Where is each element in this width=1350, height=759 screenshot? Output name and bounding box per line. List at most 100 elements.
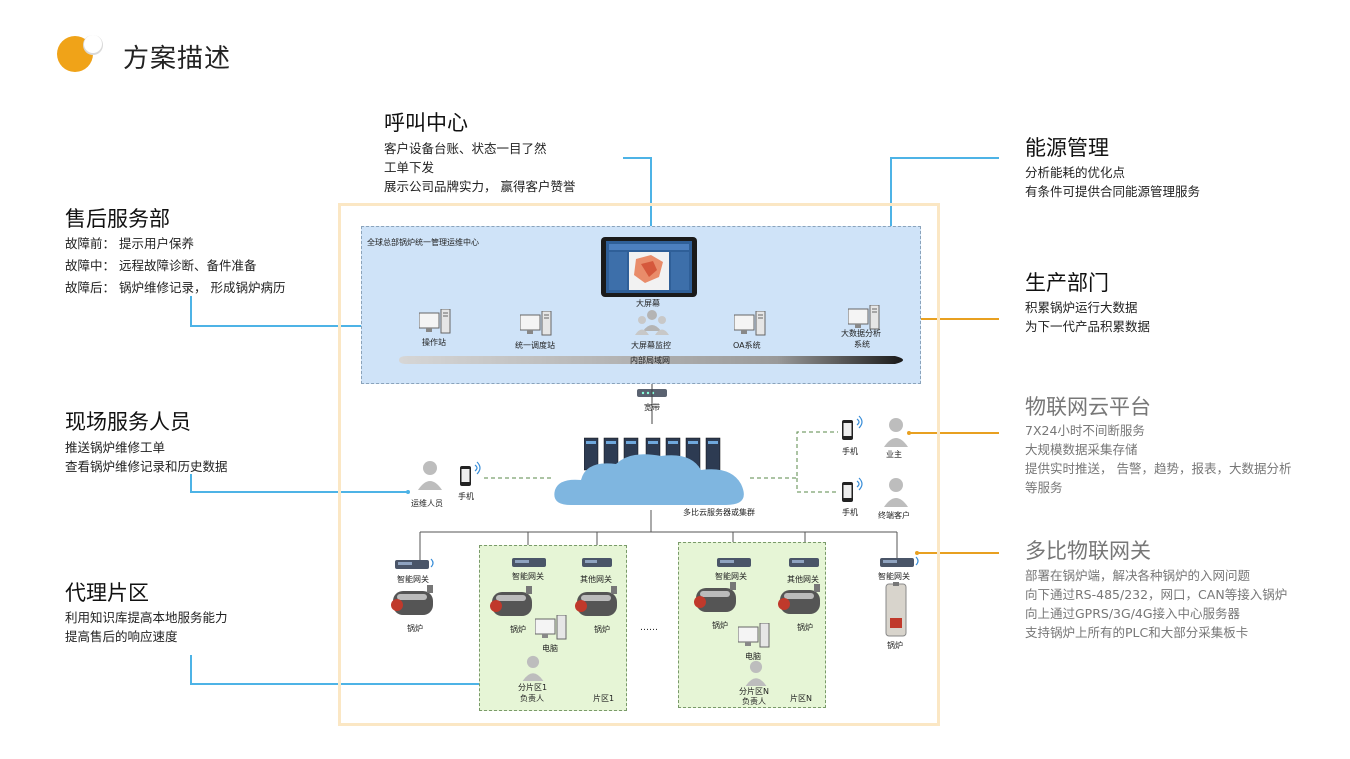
other-gateway-icon bbox=[582, 558, 612, 567]
end-customer-label: 终端客户 bbox=[878, 511, 910, 520]
other-gateway-label: 其他网关 bbox=[787, 575, 819, 584]
agent-area-line: 提高售后的响应速度 bbox=[65, 629, 178, 644]
zone1-manager-icon bbox=[522, 655, 544, 681]
lan-label: 内部局域网 bbox=[630, 356, 670, 365]
boiler-icon bbox=[575, 586, 617, 616]
page-title: 方案描述 bbox=[123, 44, 232, 74]
oa-system-label: OA系统 bbox=[733, 341, 761, 350]
ops-person-icon bbox=[418, 461, 442, 490]
agent-area-line: 利用知识库提高本地服务能力 bbox=[65, 610, 228, 625]
gateway-section-line: 向下通过RS-485/232，网口，CAN等接入锅炉 bbox=[1025, 587, 1288, 602]
boiler-icon bbox=[778, 584, 820, 614]
gateway-section-line: 向上通过GPRS/3G/4G接入中心服务器 bbox=[1025, 606, 1241, 621]
ops-person-label: 运维人员 bbox=[411, 499, 443, 508]
field-service-line: 查看锅炉维修记录和历史数据 bbox=[65, 459, 228, 474]
vertical-boiler-icon bbox=[885, 582, 907, 637]
production-line: 为下一代产品积累数据 bbox=[1025, 319, 1151, 334]
cloud-icon bbox=[554, 454, 744, 505]
zoneN-manager-label-1: 分片区N bbox=[739, 687, 769, 696]
energy-title: 能源管理 bbox=[1025, 136, 1109, 160]
boiler-label: 锅炉 bbox=[887, 641, 903, 650]
other-gateway-label: 其他网关 bbox=[580, 575, 612, 584]
iot-cloud-line: 提供实时推送， 告警，趋势，报表，大数据分析 bbox=[1025, 461, 1292, 476]
gateway-label: 智能网关 bbox=[397, 575, 429, 584]
production-title: 生产部门 bbox=[1025, 271, 1109, 295]
lan-bar bbox=[399, 356, 903, 364]
iot-cloud-line: 大规模数据采集存储 bbox=[1025, 442, 1138, 457]
gateway-icon bbox=[395, 558, 434, 569]
owner-icon bbox=[884, 418, 908, 447]
bigdata-system-label-1: 大数据分析 bbox=[841, 329, 881, 338]
customer-phone-label: 手机 bbox=[842, 508, 858, 517]
boiler-label: 锅炉 bbox=[712, 621, 728, 630]
gateway-label: 智能网关 bbox=[715, 572, 747, 581]
big-screen-label: 大屏幕 bbox=[636, 299, 660, 308]
iot-cloud-line: 等服务 bbox=[1025, 480, 1063, 495]
gateway-section-title: 多比物联网关 bbox=[1025, 539, 1151, 563]
big-screen-icon bbox=[601, 237, 697, 297]
computer-icon bbox=[738, 623, 770, 648]
energy-line: 有条件可提供合同能源管理服务 bbox=[1025, 184, 1201, 199]
gateway-label: 智能网关 bbox=[512, 572, 544, 581]
dispatch-station-icon bbox=[520, 311, 552, 336]
boiler-label: 锅炉 bbox=[797, 623, 813, 632]
bigdata-system-label-2: 系统 bbox=[854, 340, 870, 349]
broadband-uplink bbox=[651, 384, 653, 424]
zone1-manager-label-1: 分片区1 bbox=[518, 683, 548, 692]
iot-cloud-title: 物联网云平台 bbox=[1025, 395, 1151, 419]
system-frame bbox=[338, 203, 940, 726]
logo-icon bbox=[57, 35, 103, 72]
agent-area-title: 代理片区 bbox=[65, 581, 149, 605]
oa-system-icon bbox=[734, 311, 766, 336]
boiler-label: 锅炉 bbox=[510, 625, 526, 634]
computer-icon bbox=[535, 615, 567, 640]
screen-monitor-label: 大屏幕监控 bbox=[631, 341, 671, 350]
computer-label: 电脑 bbox=[542, 644, 558, 653]
production-line: 积累锅炉运行大数据 bbox=[1025, 300, 1138, 315]
zone1-label: 片区1 bbox=[593, 694, 615, 703]
cloud-label: 多比云服务器或集群 bbox=[683, 508, 755, 517]
operator-station-icon bbox=[419, 309, 451, 334]
zone1-manager-label-2: 负责人 bbox=[520, 694, 544, 703]
screen-monitor-people-icon bbox=[635, 310, 669, 335]
dispatch-station-label: 统一调度站 bbox=[515, 341, 555, 350]
other-gateway-icon bbox=[789, 558, 819, 567]
ops-phone-label: 手机 bbox=[458, 492, 474, 501]
call-center-line: 客户设备台账、状态一目了然 bbox=[384, 141, 547, 156]
zones-ellipsis: …… bbox=[640, 623, 658, 633]
after-sales-title: 售后服务部 bbox=[65, 207, 170, 231]
call-center-line: 展示公司品牌实力， 赢得客户赞誉 bbox=[384, 179, 576, 194]
gateway-icon bbox=[512, 558, 546, 567]
gateway-icon bbox=[880, 556, 919, 567]
field-service-title: 现场服务人员 bbox=[65, 410, 191, 434]
computer-label: 电脑 bbox=[745, 652, 761, 661]
energy-line: 分析能耗的优化点 bbox=[1025, 165, 1126, 180]
boiler-icon bbox=[694, 582, 736, 612]
gateway-section-line: 支持锅炉上所有的PLC和大部分采集板卡 bbox=[1025, 625, 1249, 640]
owner-label: 业主 bbox=[886, 450, 902, 459]
after-sales-line: 故障后： 锅炉维修记录， 形成锅炉病历 bbox=[65, 280, 286, 295]
boiler-icon bbox=[391, 585, 433, 615]
end-customer-icon bbox=[884, 478, 908, 507]
after-sales-line: 故障前： 提示用户保养 bbox=[65, 236, 194, 251]
zoneN-label: 片区N bbox=[790, 694, 812, 703]
boiler-label: 锅炉 bbox=[407, 624, 423, 633]
bigdata-system-icon bbox=[848, 305, 880, 330]
after-sales-line: 故障中： 远程故障诊断、备件准备 bbox=[65, 258, 257, 273]
operator-station-label: 操作站 bbox=[422, 338, 446, 347]
phone-icon bbox=[460, 461, 481, 486]
call-center-line: 工单下发 bbox=[384, 160, 435, 175]
zoneN-manager-label-2: 负责人 bbox=[742, 697, 766, 706]
gateway-section-line: 部署在锅炉端，解决各种锅炉的入网问题 bbox=[1025, 568, 1251, 583]
iot-cloud-line: 7X24小时不间断服务 bbox=[1025, 423, 1145, 438]
management-center-label: 全球总部锅炉统一管理运维中心 bbox=[367, 238, 479, 247]
owner-phone-icon bbox=[842, 415, 863, 440]
zoneN-manager-icon bbox=[745, 660, 767, 686]
boiler-icon bbox=[490, 586, 532, 616]
call-center-title: 呼叫中心 bbox=[384, 111, 468, 135]
owner-phone-label: 手机 bbox=[842, 447, 858, 456]
customer-phone-icon bbox=[842, 477, 863, 502]
gateway-label: 智能网关 bbox=[878, 572, 910, 581]
boiler-label: 锅炉 bbox=[594, 625, 610, 634]
